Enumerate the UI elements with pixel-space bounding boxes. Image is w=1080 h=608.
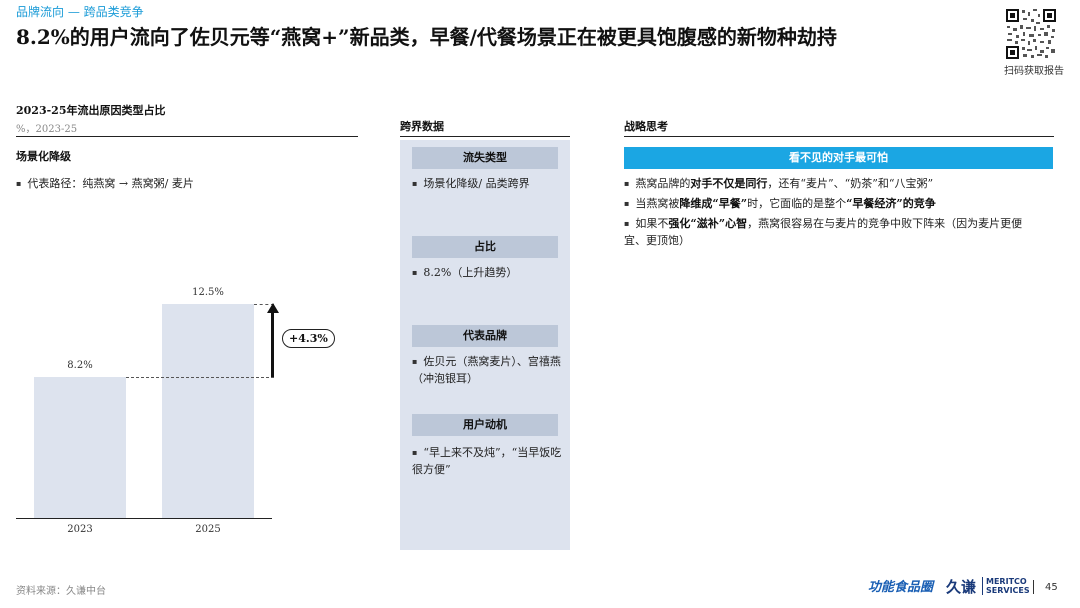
x-axis xyxy=(16,518,272,519)
share-text: 8.2%（上升趋势） xyxy=(412,264,562,281)
growth-arrow xyxy=(271,311,274,378)
bar-label-2023: 8.2% xyxy=(67,360,93,372)
bar-chart: 8.2% 12.5% +4.3% 2023 2025 xyxy=(16,270,335,540)
bar-2023 xyxy=(34,377,126,518)
strategy-title: 战略思考 xyxy=(624,120,668,133)
pill-motivation: 用户动机 xyxy=(412,414,558,436)
section-scene-downgrade: 场景化降级 xyxy=(16,150,71,163)
strategy-banner: 看不见的对手最可怕 xyxy=(624,147,1053,169)
motivation-text: “早上来不及炖”，“当早饭吃很方便” xyxy=(412,444,562,478)
page-title: 8.2%的用户流向了佐贝元等“燕窝+”新品类，早餐/代餐场景正在被更具饱腹感的新… xyxy=(16,25,837,49)
page-number: 45 xyxy=(1045,582,1058,593)
middle-divider xyxy=(400,136,570,137)
pill-loss-type: 流失类型 xyxy=(412,147,558,169)
arrow-up-icon xyxy=(266,302,279,313)
strategy-bullet-3: 如果不强化“滋补”心智，燕窝很容易在与麦片的竞争中败下阵来（因为麦片更便宜、更顶… xyxy=(624,215,1044,249)
dashed-guide-2025 xyxy=(254,303,274,305)
chart-title: 2023-25年流出原因类型占比 xyxy=(16,104,166,117)
qr-code-icon xyxy=(1005,8,1057,60)
pill-share: 占比 xyxy=(412,236,558,258)
breadcrumb: 品牌流向 — 跨品类竞争 xyxy=(16,5,144,19)
strategy-bullet-1: 燕窝品牌的对手不仅是同行，还有“麦片”、“奶茶”和“八宝粥” xyxy=(624,175,1054,192)
cross-data-title: 跨界数据 xyxy=(400,120,444,133)
x-tick-2025: 2025 xyxy=(195,524,221,535)
jiuqian-logo: 久谦 xyxy=(946,578,977,596)
brands-text: 佐贝元（燕窝麦片）、宫禧燕（冲泡银耳） xyxy=(412,353,562,387)
x-tick-2023: 2023 xyxy=(67,524,93,535)
loss-type-text: 场景化降级/ 品类跨界 xyxy=(412,175,562,192)
left-bullet: 代表路径：纯燕窝 → 燕窝粥/ 麦片 xyxy=(16,175,193,192)
right-divider xyxy=(624,136,1054,137)
delta-badge: +4.3% xyxy=(282,328,335,348)
source-note: 资料来源：久谦中台 xyxy=(16,586,106,597)
pill-brands: 代表品牌 xyxy=(412,325,558,347)
left-divider xyxy=(16,136,358,137)
strategy-bullet-2: 当燕窝被降维成“早餐”时，它面临的是整个“早餐经济”的竞争 xyxy=(624,195,1054,212)
bar-label-2025: 12.5% xyxy=(192,286,224,298)
qr-caption: 扫码获取报告 xyxy=(1004,66,1064,77)
functional-food-logo: 功能食品圈 xyxy=(868,580,934,595)
dashed-guide-2023 xyxy=(126,377,274,379)
chart-subtitle: %，2023-25 xyxy=(16,124,78,135)
footer-separator xyxy=(1033,580,1034,594)
bar-2025 xyxy=(162,303,254,518)
